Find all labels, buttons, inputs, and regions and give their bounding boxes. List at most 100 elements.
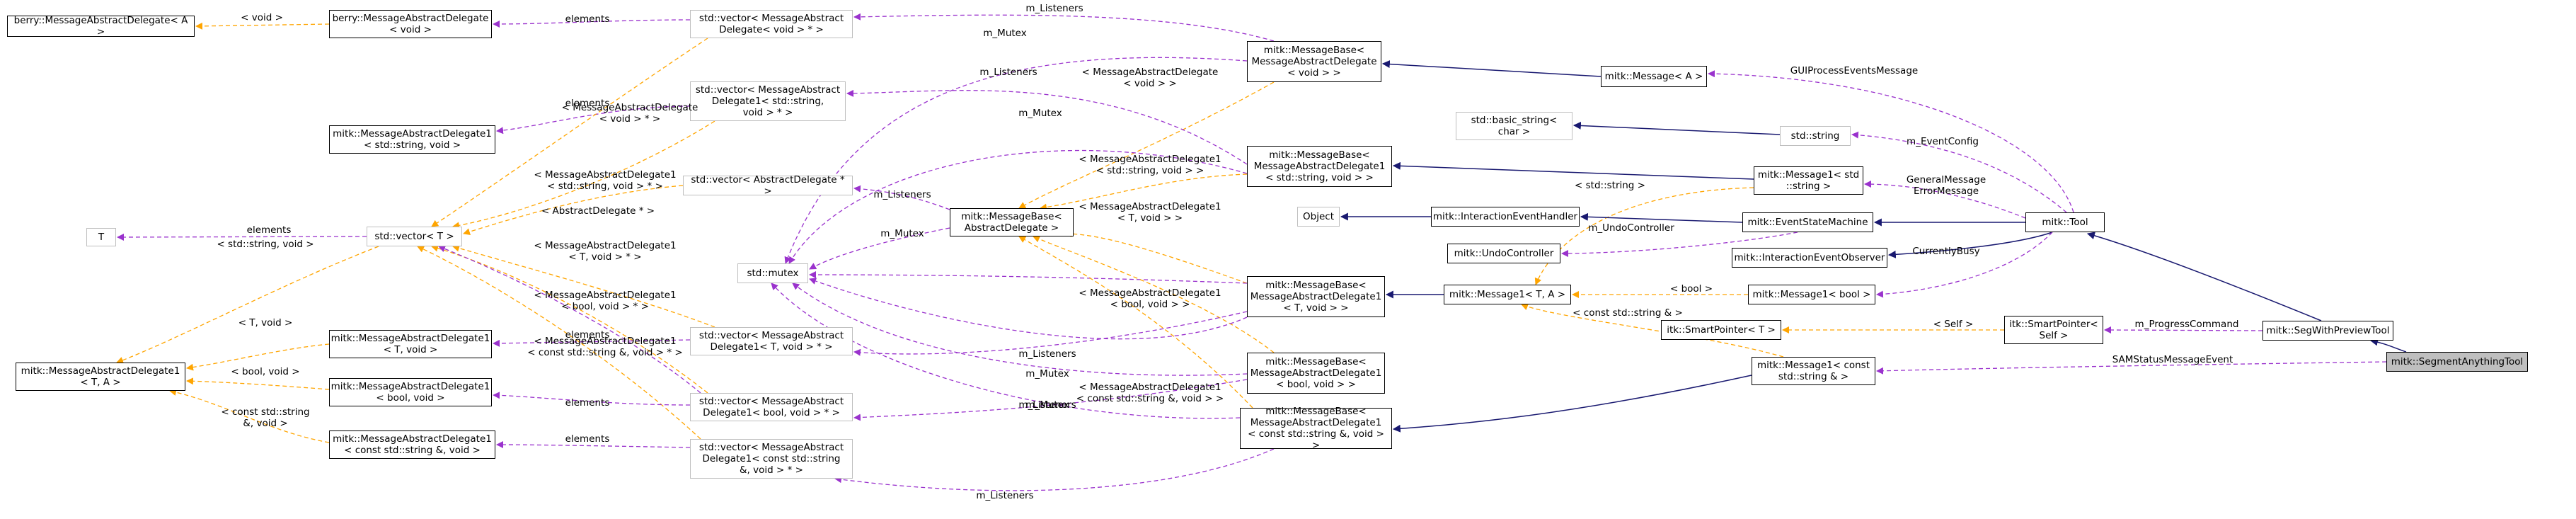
edge-label-e55: m_Listeners <box>976 490 1034 501</box>
edge-label-e9: elements <box>565 98 610 109</box>
edge-label-e54: m_Mutex <box>1025 399 1069 411</box>
class-node-vec-delegate1-t[interactable]: std::vector< MessageAbstract Delegate1< … <box>690 327 853 355</box>
edge-vec-delegate-to-berry-delegate-void <box>493 19 691 28</box>
class-node-smartpointer-t[interactable]: itk::SmartPointer< T > <box>1661 320 1781 340</box>
class-node-undo-controller[interactable]: mitk::UndoController <box>1447 244 1560 263</box>
class-node-message-a[interactable]: mitk::Message< A > <box>1601 66 1707 87</box>
edge-base-delegate1-bool-to-base-abstract <box>1033 235 1275 353</box>
class-node-object[interactable]: Object <box>1297 207 1340 227</box>
edge-label-e33: < bool > <box>1669 283 1713 295</box>
edge-base-delegate1-string-to-base-abstract <box>1040 173 1248 211</box>
class-node-base-delegate1-const-string[interactable]: mitk::MessageBase< MessageAbstractDelega… <box>1240 406 1392 451</box>
class-node-tool[interactable]: mitk::Tool <box>2025 212 2105 232</box>
edge-label-e47: < const std::string &, void > <box>221 406 310 429</box>
edge-state-machine-to-undo-controller <box>1561 232 1798 257</box>
edge-base-delegate-void-to-base-abstract <box>1018 81 1275 209</box>
class-node-interaction-observer[interactable]: mitk::InteractionEventObserver <box>1732 248 1887 268</box>
class-node-smartpointer-self[interactable]: itk::SmartPointer< Self > <box>2004 316 2103 344</box>
edge-base-abstract-to-std-mutex <box>809 227 950 270</box>
edge-label-e2: elements <box>565 13 610 25</box>
class-node-message1-string[interactable]: mitk::Message1< std ::string > <box>1754 166 1863 195</box>
edge-label-e53: m_Listeners <box>1018 399 1076 411</box>
edge-base-delegate1-t-to-std-mutex <box>809 278 1248 340</box>
edge-vec-delegate1-bool-to-delegate1-bool <box>493 392 691 406</box>
edge-tool-to-message1-string <box>1864 181 2026 219</box>
edge-label-e10: < MessageAbstractDelegate < void > * > <box>561 102 698 125</box>
class-node-segment-anything[interactable]: mitk::SegmentAnythingTool <box>2386 352 2528 372</box>
class-node-message1-bool[interactable]: mitk::Message1< bool > <box>1748 285 1875 304</box>
class-node-berry-delegate-a[interactable]: berry::MessageAbstractDelegate< A > <box>7 15 195 38</box>
edge-label-e19: < AbstractDelegate * > <box>541 205 655 217</box>
edge-vec-delegate1-t-to-delegate1-tvoid <box>493 339 691 347</box>
edge-label-e1: < void > <box>241 12 283 23</box>
edge-label-e22: < std::string, void > <box>217 239 314 250</box>
edge-label-e34: CurrentlyBusy <box>1912 246 1980 257</box>
edge-berry-delegate-void-to-berry-delegate-a <box>195 22 330 30</box>
edge-label-e6: m_Mutex <box>983 28 1027 39</box>
edge-vec-delegate1-const-string-to-delegate1-const-string <box>496 441 691 449</box>
edge-vec-delegate1-bool-to-vector-t <box>438 245 701 394</box>
class-node-vec-delegate[interactable]: std::vector< MessageAbstract Delegate< v… <box>690 10 853 38</box>
edge-delegate1-tvoid-to-delegate1-ta <box>186 343 330 371</box>
edge-label-e51: m_Listeners <box>1018 348 1076 360</box>
edge-vec-delegate1-bool-to-vector-t <box>431 244 708 394</box>
class-node-base-delegate1-bool[interactable]: mitk::MessageBase< MessageAbstractDelega… <box>1247 353 1385 394</box>
class-node-vec-delegate1-bool[interactable]: std::vector< MessageAbstract Delegate1< … <box>690 393 853 421</box>
class-node-t-node[interactable]: T <box>86 228 116 246</box>
edge-vec-delegate1-string-to-delegate1-string <box>496 105 691 135</box>
edge-base-delegate1-t-to-vec-delegate1-t <box>853 311 1248 356</box>
edge-base-delegate-void-to-std-mutex <box>784 57 1248 264</box>
edge-base-delegate1-string-to-vec-delegate1-string <box>846 89 1248 165</box>
class-node-delegate1-ta[interactable]: mitk::MessageAbstractDelegate1 < T, A > <box>16 363 185 391</box>
edge-tool-to-interaction-observer <box>1887 232 2053 258</box>
edge-label-e43: < MessageAbstractDelegate1 < bool, void … <box>534 290 677 312</box>
edge-tool-to-message-a <box>1708 70 2074 213</box>
edge-label-e7: < MessageAbstractDelegate < void > > <box>1081 67 1219 89</box>
class-node-interaction-handler[interactable]: mitk::InteractionEventHandler <box>1431 207 1580 227</box>
class-node-base-delegate1-t[interactable]: mitk::MessageBase< MessageAbstractDelega… <box>1247 276 1385 317</box>
edge-label-e36: m_ProgressCommand <box>2134 319 2239 330</box>
edge-label-e42: < MessageAbstractDelegate1 < const std::… <box>1076 382 1224 404</box>
edge-label-e40: < const std::string & > <box>1572 307 1683 319</box>
edge-base-delegate1-const-string-to-vec-delegate1-const-string <box>834 448 1275 491</box>
class-node-vec-delegate1-const-string[interactable]: std::vector< MessageAbstract Delegate1< … <box>690 439 853 479</box>
edge-label-e45: < T, void > <box>238 317 293 329</box>
edge-label-e8: m_Listeners <box>979 67 1037 78</box>
class-node-berry-delegate-void[interactable]: berry::MessageAbstractDelegate < void > <box>329 10 492 38</box>
edge-std-string-to-std-basic-string <box>1572 121 1781 135</box>
class-node-vector-t[interactable]: std::vector< T > <box>367 227 462 246</box>
edge-vec-delegate1-t-to-vector-t <box>452 244 715 328</box>
class-node-delegate1-tvoid[interactable]: mitk::MessageAbstractDelegate1 < T, void… <box>329 330 492 358</box>
edge-label-e5: GUIProcessEventsMessage <box>1790 65 1919 76</box>
edge-base-abstract-to-vec-abstract <box>853 185 950 210</box>
class-node-state-machine[interactable]: mitk::EventStateMachine <box>1742 212 1873 232</box>
edge-label-e39: SAMStatusMessageEvent <box>2112 354 2233 365</box>
class-node-delegate1-string[interactable]: mitk::MessageAbstractDelegate1 < std::st… <box>329 125 495 154</box>
edge-base-delegate1-const-string-to-base-abstract <box>1018 236 1253 409</box>
class-node-delegate1-const-string[interactable]: mitk::MessageAbstractDelegate1 < const s… <box>329 430 495 459</box>
class-node-std-basic-string[interactable]: std::basic_string< char > <box>1456 112 1572 140</box>
edge-label-e21: elements <box>246 224 292 236</box>
class-node-delegate1-bool[interactable]: mitk::MessageAbstractDelegate1 < bool, v… <box>329 378 492 406</box>
edge-message1-string-to-base-delegate1-string <box>1392 161 1754 180</box>
class-node-std-mutex[interactable]: std::mutex <box>737 263 808 283</box>
class-node-message1-const-string[interactable]: mitk::Message1< const std::string & > <box>1752 357 1875 385</box>
edge-label-e49: elements <box>565 397 610 409</box>
edge-vector-t-to-t-node <box>117 233 367 241</box>
edge-label-e44: < MessageAbstractDelegate1 < const std::… <box>527 336 683 358</box>
class-node-std-string[interactable]: std::string <box>1780 126 1851 146</box>
class-node-vec-delegate1-string[interactable]: std::vector< MessageAbstract Delegate1< … <box>690 81 846 121</box>
edge-vector-t-to-delegate1-ta <box>116 246 379 364</box>
class-node-base-delegate-void[interactable]: mitk::MessageBase< MessageAbstractDelega… <box>1247 41 1381 82</box>
class-node-base-delegate1-string[interactable]: mitk::MessageBase< MessageAbstractDelega… <box>1247 146 1392 187</box>
edge-base-delegate1-t-to-std-mutex <box>809 271 1248 284</box>
class-node-base-abstract[interactable]: mitk::MessageBase< AbstractDelegate > <box>950 208 1074 236</box>
class-node-segwithpreview[interactable]: mitk::SegWithPreviewTool <box>2262 321 2393 341</box>
edge-label-e14: < MessageAbstractDelegate1 < std::string… <box>534 169 677 192</box>
edge-label-e13: m_EventConfig <box>1907 136 1979 147</box>
class-node-message1-ta[interactable]: mitk::Message1< T, A > <box>1444 285 1571 304</box>
edge-label-e52: m_Mutex <box>1025 368 1069 380</box>
edge-base-delegate1-bool-to-std-mutex <box>792 283 1248 376</box>
class-node-vec-abstract[interactable]: std::vector< AbstractDelegate * > <box>683 174 853 197</box>
